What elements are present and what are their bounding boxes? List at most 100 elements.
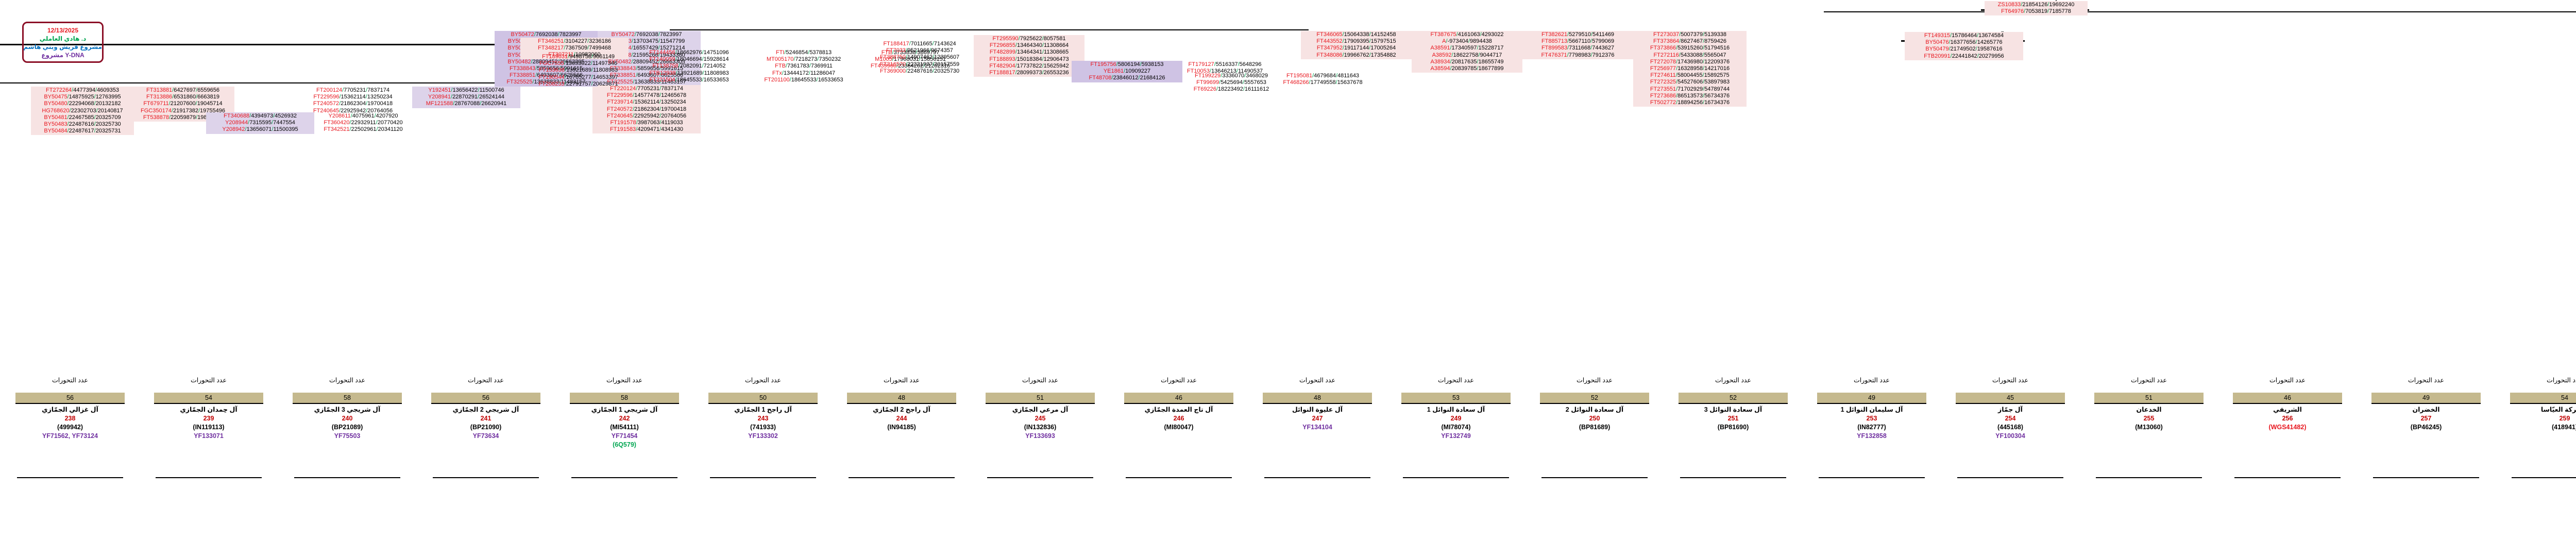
snp-row: FT348217/7367509/7499468: [538, 45, 611, 52]
card-index-number: 244: [896, 415, 907, 422]
snp-row: MF121588/28767088/26620941: [426, 100, 507, 107]
card-baseline-rule: [1680, 477, 1786, 478]
card-baseline-rule: [156, 477, 262, 478]
card-kit-id: (IN132836): [1024, 424, 1057, 431]
card-mutation-count-value: 54: [154, 393, 263, 404]
snp-row: Y208944/7315595/7447554: [225, 120, 295, 126]
card-baseline-rule: [2373, 477, 2479, 478]
snp-row: FT7033/9521966/9674357: [886, 47, 953, 54]
snp-row: FT239714/15362114/13250234: [607, 99, 686, 106]
snp-row: FT64976/7053819/7185778: [2001, 8, 2071, 15]
card-index-number: 243: [757, 415, 769, 422]
card-kit-id: (M13060): [2135, 424, 2163, 431]
card-index-number: 239: [203, 415, 214, 422]
card-baseline-rule: [987, 477, 1093, 478]
card-family-name: آل حِمدان الجمّازي: [180, 406, 238, 413]
card-index-number: 259: [2559, 415, 2570, 422]
snp-row: FT191583/4209471/4341430: [610, 126, 683, 133]
snp-row: FT220124/7705231/7837174: [610, 86, 683, 92]
card-mutation-count-label: عدد التحورات: [606, 377, 642, 384]
legend-project: مشروع قريش وبني هاشم: [23, 43, 102, 50]
snp-row: BY50484/22487617/20325731: [44, 128, 121, 134]
snp-row: FT347952/19117144/17005264: [1316, 45, 1396, 52]
card-baseline-rule: [17, 477, 123, 478]
card-mutation-count-label: عدد التحورات: [1438, 377, 1474, 384]
card-kit-id: (IN82777): [1857, 424, 1886, 431]
card-family-name: آل سعادة النوائل 2: [1565, 406, 1624, 413]
card-family-name: آل سليمان النوائل 1: [1840, 406, 1903, 413]
snp-row: FT140059/18046694/15928614: [649, 56, 729, 63]
snp-row: FT307211/10982060: [548, 52, 601, 58]
card-mutation-count-label: عدد التحورات: [745, 377, 781, 384]
snp-row: FT188893/15018384/12906473: [989, 56, 1069, 62]
top-divider-rule-right: [1824, 11, 2576, 12]
card-baseline-rule: [1403, 477, 1509, 478]
card-family-name: آل شريجي 3 الجمّازي: [314, 406, 381, 413]
snp-row: FT195081/4679684/4811643: [1286, 73, 1360, 79]
card-mutation-count-label: عدد التحورات: [884, 377, 920, 384]
card-mutation-count-value: 53: [1401, 393, 1511, 404]
snp-row: FT502772/18894256/16734376: [1650, 99, 1730, 106]
snp-row: BY50483/22487616/20325730: [44, 121, 121, 128]
card-family-name: الخضران: [2412, 406, 2440, 413]
snp-row: FT229596/15362114/13250234: [313, 94, 393, 100]
snp-row: FT899583/7311668/7443627: [1541, 45, 1615, 52]
snp-row: FT195756/5806194/5938153: [1090, 61, 1164, 68]
snp-row: BY50475/14875925/12763995: [44, 94, 121, 100]
snp-row: FT382621/5279510/5411469: [1541, 31, 1615, 38]
snp-row: BY50479/21749502/19587616: [1925, 46, 2003, 53]
card-family-name: آل جمّاز: [1998, 406, 2023, 413]
card-kit-id: (BP21090): [470, 424, 502, 431]
card-index-number: 241: [480, 415, 492, 422]
card-mutation-count-value: 51: [2094, 393, 2204, 404]
snp-row: MT005170/7218273/7350232: [766, 56, 841, 63]
card-extra-id: (6Q579): [613, 441, 636, 448]
snp-row: FT153636/13921689/11808983: [538, 67, 618, 74]
snp-row: HG768620/22302703/20140817: [42, 107, 123, 114]
card-yfull-id: YF100304: [1995, 432, 2025, 440]
card-index-number: 253: [1866, 415, 1877, 422]
card-kit-id: (IN94185): [887, 424, 916, 431]
snp-row: FT325525/13638833/11483157: [506, 79, 586, 86]
legend-author: د. هادي العاملي: [39, 35, 87, 42]
snp-row: BY50482/28809452/26663305: [608, 58, 685, 65]
card-mutation-count-label: عدد التحورات: [191, 377, 227, 384]
card-index-number: 254: [2005, 415, 2016, 422]
card-baseline-rule: [433, 477, 539, 478]
snp-row: BY50480/22294068/20132182: [44, 100, 121, 107]
card-mutation-count-label: عدد التحورات: [52, 377, 88, 384]
snp-row: FT199229/3336070/3468029: [1195, 73, 1268, 79]
top-divider-rule-left: [0, 44, 670, 45]
snp-row: FT208233/22791757/20629871: [538, 80, 618, 87]
card-index-number: 256: [2282, 415, 2293, 422]
card-mutation-count-value: 45: [1956, 393, 2065, 404]
snp-row: FTI/5246854/5378813: [775, 49, 832, 56]
